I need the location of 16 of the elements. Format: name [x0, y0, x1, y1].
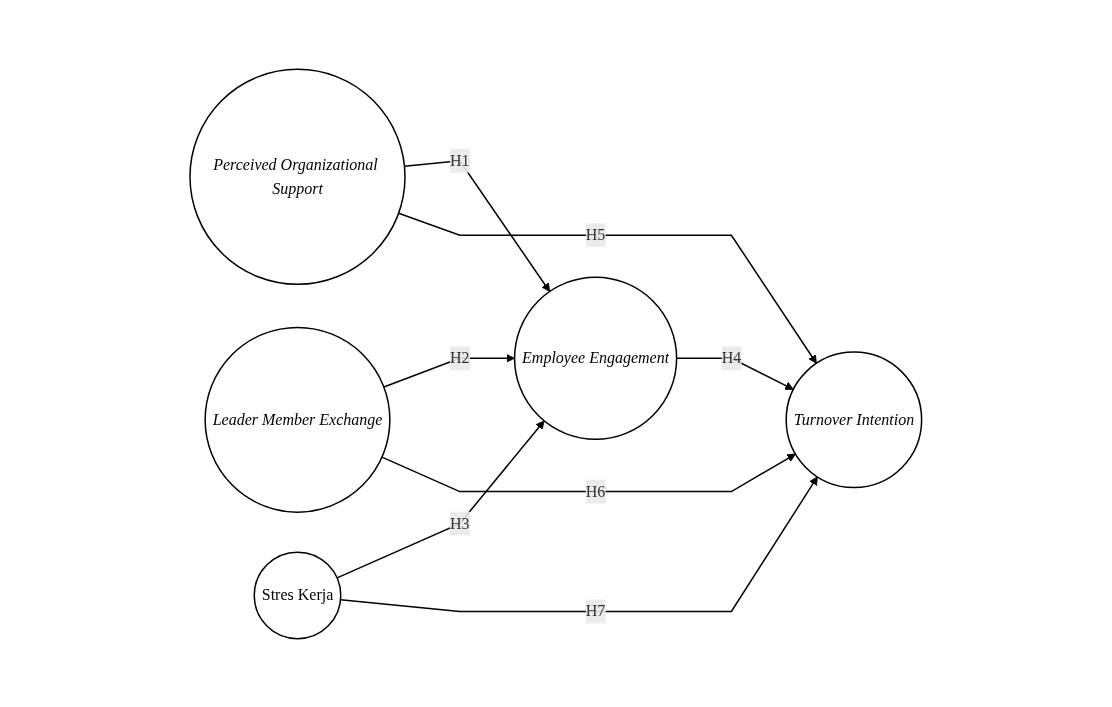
edge-label: H7 — [586, 601, 606, 619]
edge-label: H5 — [586, 225, 606, 243]
node-circle: Leader Member Exchange — [204, 326, 391, 513]
node-circle: Employee Engagement — [514, 276, 678, 440]
arrow — [381, 453, 797, 492]
arrow — [398, 212, 818, 364]
node-circle: Stres Kerja — [253, 550, 342, 639]
arrow — [336, 420, 545, 579]
edge-label: H4 — [721, 348, 742, 366]
node-circle: Perceived Organizational Support — [189, 68, 406, 285]
edge-label: H1 — [450, 151, 470, 169]
node-circle: Turnover Intention — [785, 350, 923, 488]
arrow — [340, 475, 818, 612]
edge-label: H2 — [450, 348, 470, 366]
edge-label: H6 — [586, 482, 606, 500]
edge-label: H3 — [450, 514, 470, 532]
